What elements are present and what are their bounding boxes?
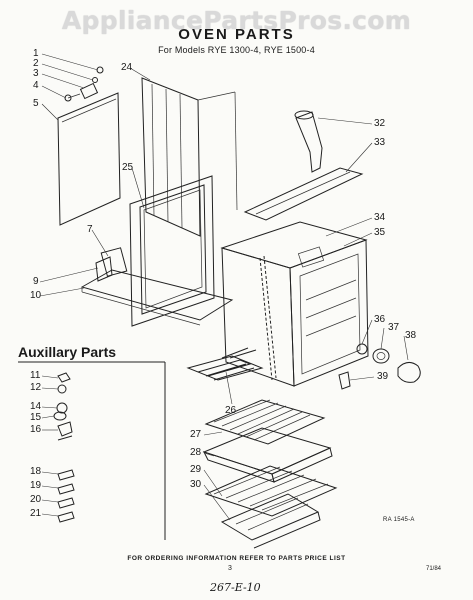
oven-cavity: [220, 221, 369, 387]
callout-30: 30: [190, 479, 202, 490]
callout-26: 26: [225, 405, 237, 416]
watermark: AppliancePartsPros.com: [61, 6, 412, 35]
auxiliary-small-parts: [53, 372, 75, 523]
callout-37: 37: [388, 322, 400, 333]
auxiliary-parts-box: [18, 361, 166, 540]
callout-18: 18: [30, 466, 42, 477]
latch-bracket: [95, 256, 113, 282]
callout-33: 33: [374, 137, 386, 148]
page-number: 3: [228, 565, 232, 572]
callout-16: 16: [30, 424, 42, 435]
top-fasteners: [64, 66, 104, 102]
ordering-footer-note: FOR ORDERING INFORMATION REFER TO PARTS …: [127, 555, 346, 562]
callout-35: 35: [374, 227, 386, 238]
callout-39: 39: [377, 371, 389, 382]
broiler-pan: [202, 427, 333, 483]
callout-32: 32: [374, 118, 386, 129]
auxiliary-parts-heading: Auxillary Parts: [18, 344, 117, 360]
oven-rack: [204, 465, 338, 549]
callout-4: 4: [33, 80, 39, 91]
callout-19: 19: [30, 480, 42, 491]
oven-lamp-assembly: [356, 343, 421, 383]
clip: [338, 371, 351, 390]
callout-11: 11: [30, 370, 41, 381]
callout-28: 28: [190, 447, 202, 458]
callout-24: 24: [121, 62, 133, 73]
callout-7: 7: [87, 224, 93, 235]
callout-10: 10: [30, 290, 42, 301]
callout-38: 38: [405, 330, 417, 341]
vent-tube: [294, 110, 323, 173]
callout-27: 27: [190, 429, 202, 440]
side-panel: [57, 92, 121, 226]
callout-14: 14: [30, 401, 42, 412]
diagram-subtitle: For Models RYE 1300-4, RYE 1500-4: [158, 45, 315, 55]
callout-9: 9: [33, 276, 39, 287]
handwritten-note: 267-E-10: [210, 581, 261, 594]
door-frame: [129, 175, 215, 327]
callout-2: 2: [33, 58, 39, 69]
bottom-plate: [80, 247, 234, 326]
broiler-grid: [204, 399, 326, 445]
leader-lines: [39, 53, 409, 521]
corner-code: 71/84: [426, 566, 442, 572]
callout-12: 12: [30, 382, 42, 393]
back-panel: [141, 77, 238, 237]
callout-1: 1: [33, 48, 39, 59]
callout-5: 5: [33, 98, 39, 109]
diagram-title: OVEN PARTS: [178, 26, 295, 43]
callout-29: 29: [190, 464, 202, 475]
callout-36: 36: [374, 314, 386, 325]
callout-34: 34: [374, 212, 386, 223]
callout-20: 20: [30, 494, 42, 505]
callout-25: 25: [122, 162, 134, 173]
callout-15: 15: [30, 412, 42, 423]
callout-21: 21: [30, 508, 42, 519]
callout-3: 3: [33, 68, 39, 79]
bake-element: [186, 347, 264, 381]
mounting-rail: [243, 167, 364, 221]
reference-code: RA 1545-A: [383, 517, 415, 523]
